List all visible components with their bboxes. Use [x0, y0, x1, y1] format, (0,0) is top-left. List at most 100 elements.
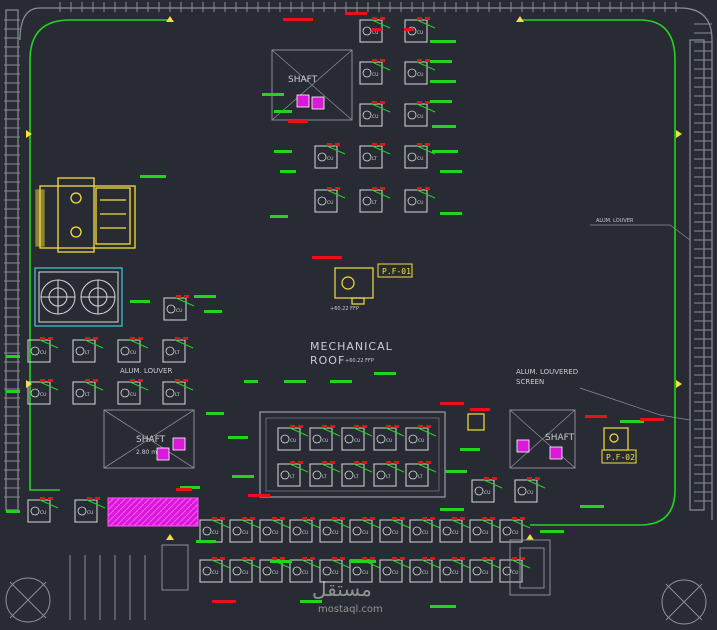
unit-code-label: CU [392, 570, 398, 576]
unit-code-label: CU [362, 570, 368, 576]
cable-tag [404, 28, 414, 31]
pump-fan-01 [334, 267, 374, 305]
condensing-unit: CU [289, 517, 321, 543]
condensing-unit: CU [27, 379, 59, 405]
cable-tag [284, 380, 306, 383]
unit-code-label: CU [372, 30, 378, 36]
cable-tag [432, 150, 458, 153]
cable-tag [274, 110, 292, 113]
condensing-unit: CU [199, 557, 231, 583]
condensing-unit: LT [162, 379, 194, 405]
unit-code-label: LT [372, 200, 377, 206]
unit-code-label: CU [482, 530, 488, 536]
condensing-unit: LT [162, 337, 194, 363]
shaft-top-label: SHAFT [288, 75, 318, 85]
condensing-unit: CU [163, 295, 195, 321]
cable-tag [283, 18, 313, 21]
cable-tag [6, 510, 20, 513]
cable-tag [345, 12, 367, 15]
mostaql-watermark: مستقل mostaql.com [312, 577, 383, 615]
unit-code-label: CU [176, 308, 182, 314]
louver-label-left: ALUM. LOUVER [120, 367, 172, 375]
unit-code-label: CU [422, 530, 428, 536]
unit-code-label: CU [417, 114, 423, 120]
unit-code-label: LT [85, 350, 90, 356]
cable-tag [196, 540, 216, 543]
condensing-unit: CU [499, 517, 531, 543]
cable-tag [430, 100, 452, 103]
unit-code-label: CU [40, 350, 46, 356]
cable-tag [640, 418, 664, 421]
cable-tag [274, 150, 292, 153]
cable-tag [330, 380, 352, 383]
unit-code-label: CU [332, 570, 338, 576]
condensing-unit: CU [469, 517, 501, 543]
unit-code-label: CU [242, 570, 248, 576]
cable-tag [6, 355, 20, 358]
unit-code-label: LT [322, 474, 327, 480]
condensing-unit: CU [379, 557, 411, 583]
cable-tag [6, 390, 20, 393]
condensing-unit: CU [259, 517, 291, 543]
level-tag: +60.22 FFP [330, 306, 359, 312]
unit-code-label: CU [417, 30, 423, 36]
unit-code-label: CU [452, 530, 458, 536]
condensing-unit: LT [373, 461, 405, 487]
unit-code-label: CU [482, 570, 488, 576]
cable-tag [280, 170, 296, 173]
cable-tag [440, 402, 464, 405]
unit-code-label: CU [386, 438, 392, 444]
condensing-unit: CU [514, 477, 546, 503]
condensing-unit: CU [27, 497, 59, 523]
cable-tag [540, 530, 564, 533]
condensing-unit: CU [309, 425, 341, 451]
unit-code-label: CU [372, 72, 378, 78]
cable-tag [180, 486, 200, 489]
unit-code-label: LT [372, 156, 377, 162]
unit-code-label: CU [417, 200, 423, 206]
area-title-line2: ROOF [310, 354, 345, 367]
condensing-unit: CU [373, 425, 405, 451]
unit-code-label: LT [175, 392, 180, 398]
cable-tag [372, 28, 382, 31]
unit-code-label: LT [85, 392, 90, 398]
condensing-unit: CU [405, 425, 437, 451]
condensing-unit: LT [341, 461, 373, 487]
cable-tag [440, 170, 462, 173]
condensing-unit: CU [199, 517, 231, 543]
unit-code-label: CU [417, 72, 423, 78]
condensing-unit: CU [229, 557, 261, 583]
cable-tag [270, 560, 292, 563]
condensing-unit: CU [117, 337, 149, 363]
unit-code-label: CU [452, 570, 458, 576]
shaft-top: SHAFT [271, 49, 353, 121]
area-title-line1: MECHANICAL [310, 340, 393, 353]
condensing-unit: CU [27, 337, 59, 363]
cable-tag [585, 415, 607, 418]
condensing-unit: CU [314, 143, 346, 169]
cable-tag [620, 420, 644, 423]
condensing-unit: CU [379, 517, 411, 543]
condensing-unit: CU [349, 517, 381, 543]
unit-code-label: CU [417, 156, 423, 162]
cable-tag [430, 60, 452, 63]
damper-symbols [156, 94, 563, 461]
condensing-unit: CU [469, 557, 501, 583]
condensing-unit: LT [72, 379, 104, 405]
condensing-unit: LT [72, 337, 104, 363]
condensing-unit: LT [405, 461, 437, 487]
shaft-right-label: SHAFT [545, 433, 575, 443]
shaft-left: SHAFT 2.80 m² [103, 409, 195, 469]
unit-code-label: CU [332, 530, 338, 536]
unit-code-label: CU [130, 392, 136, 398]
condensing-unit: CU [439, 557, 471, 583]
unit-code-label: LT [175, 350, 180, 356]
condensing-unit: CU [409, 517, 441, 543]
cable-tag [176, 488, 192, 491]
area-sublabel: +60.22 FFP [345, 358, 374, 364]
cable-tag [430, 605, 456, 608]
unit-code-label: CU [40, 392, 46, 398]
unit-code-label: CU [354, 438, 360, 444]
unit-code-label: CU [302, 530, 308, 536]
cable-tag [288, 120, 308, 123]
